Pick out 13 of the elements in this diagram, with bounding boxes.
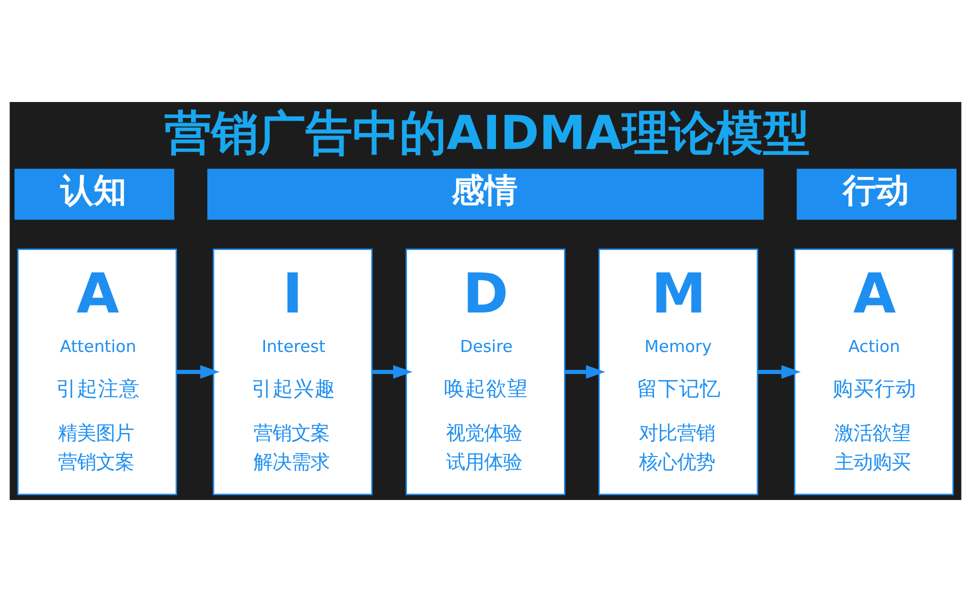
node-box: D Desire 唤起欲望 视觉体验 试用体验 <box>405 248 565 496</box>
node-box: 行动 <box>796 168 956 220</box>
node-box: M Memory 留下记忆 对比营销 核心优势 <box>598 248 758 496</box>
arrow <box>564 365 605 379</box>
node-box: 感情 <box>206 168 764 220</box>
node-box: 认知 <box>14 168 174 220</box>
node-box: A Action 购买行动 激活欲望 主动购买 <box>793 248 954 496</box>
diagram-title: 营销广告中的AIDMA理论模型 <box>164 107 810 162</box>
arrow <box>176 365 220 379</box>
node-box: A Attention 引起注意 精美图片 营销文案 <box>16 248 177 496</box>
arrow <box>372 365 412 379</box>
node-box: I Interest 引起兴趣 营销文案 解决需求 <box>212 248 372 496</box>
arrow <box>757 365 800 379</box>
